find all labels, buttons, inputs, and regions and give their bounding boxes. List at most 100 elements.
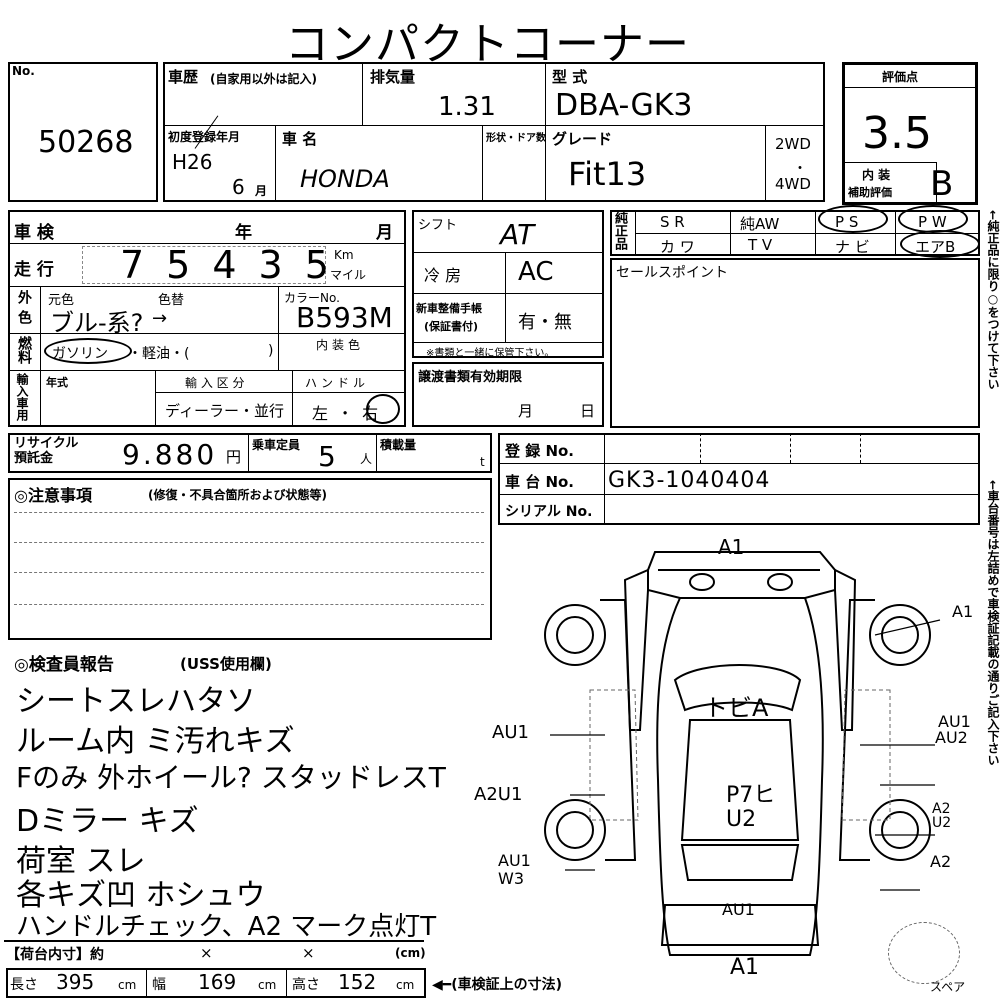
interior-sub-label: 補助評価 — [848, 186, 892, 199]
interior-label: 内 装 — [862, 168, 891, 182]
length-unit: cm — [118, 978, 137, 992]
km-label: Km — [334, 248, 354, 262]
no-label: No. — [12, 64, 35, 78]
header-grid — [163, 62, 825, 202]
chassis-value: GK3-1040404 — [608, 468, 771, 493]
opt-navi: ナ ビ — [835, 238, 870, 256]
ac-value: AC — [518, 257, 554, 287]
page-title: コンパクトコーナー — [285, 19, 690, 70]
diagram-a1-right-top: A1 — [952, 602, 974, 621]
manual-sub-label: (保証書付) — [424, 320, 479, 333]
first-reg-month-unit: 月 — [255, 184, 268, 198]
chassis-label: 車 台 No. — [505, 473, 575, 491]
serial-label: シリアル No. — [505, 504, 593, 520]
diagram-au1-left: AU1 — [492, 722, 529, 743]
report-line-3: Fのみ 外ホイール? スタッドレスT — [16, 761, 446, 794]
ext-color-label: 外色 — [16, 290, 32, 330]
color-no-value: B593M — [296, 301, 393, 334]
ac-label: 冷 房 — [424, 266, 462, 285]
genuine-label: 純正品 — [612, 211, 627, 250]
load-unit: t — [480, 455, 485, 469]
repaint-label: 色替 — [158, 293, 185, 308]
height-unit: cm — [396, 978, 415, 992]
capacity-unit: 人 — [360, 452, 373, 466]
report-line-4: Dミラー キズ — [16, 804, 199, 839]
width-value: 169 — [198, 970, 237, 994]
grade-value: Fit13 — [568, 155, 647, 193]
transfer-label: 譲渡書類有効期限 — [418, 370, 523, 385]
history-note: (自家用以外は記入) — [210, 72, 317, 86]
diagram-au1-bottom: AU1 — [722, 900, 755, 919]
manual-label: 新車整備手帳 — [416, 302, 482, 315]
mileage-digit-grid — [82, 246, 326, 284]
color-no-label: カラーNo. — [284, 291, 340, 305]
side-note-chassis: ←車台番号は左詰めで車検証記載の通りご記入下さい — [986, 480, 1000, 767]
color-arrow: → — [152, 308, 168, 329]
shaken-month-label: 月 — [376, 223, 393, 243]
diagram-a2u2-right: A2 U2 — [932, 801, 952, 831]
shift-value: AT — [500, 218, 535, 251]
diagram-windshield-note: トビA — [704, 694, 769, 722]
diagram-roof-note: P7ヒ U2 — [726, 783, 776, 832]
width-unit: cm — [258, 978, 277, 992]
wd2-label: 2WD — [775, 135, 811, 153]
recycle-grid — [8, 433, 492, 473]
interior-color-label: 内装色 — [316, 338, 365, 352]
displacement-value: 1.31 — [438, 92, 496, 122]
cargo-x2: × — [302, 944, 315, 962]
cargo-label: 【荷台内寸】約 — [6, 947, 104, 963]
wd4-label: 4WD — [775, 175, 811, 193]
caution-label: ◎注意事項 — [14, 486, 92, 505]
diagram-au1-right: AU1 — [938, 712, 971, 731]
orig-color-value: ブル-系? — [50, 309, 144, 337]
import-label: 輸入車用 — [15, 373, 29, 421]
report-line-7: ハンドルチェック、A2 マーク点灯T — [16, 912, 437, 942]
registration-grid — [498, 433, 980, 525]
diagram-au2-right: AU2 — [935, 728, 968, 747]
no-box — [8, 62, 158, 202]
displacement-label: 排気量 — [370, 68, 416, 86]
fuel-other-options: ・軽油・( — [128, 346, 190, 362]
opt-leather: カ ワ — [660, 238, 695, 256]
diagram-a1-bottom: A1 — [730, 955, 760, 980]
opt-aw: 純AW — [740, 215, 780, 233]
dims-grid — [6, 968, 426, 998]
capacity-label: 乗車定員 — [252, 438, 301, 452]
handle-value: 左 ・ 右 — [312, 404, 381, 423]
length-label: 長さ — [10, 977, 38, 993]
diagram-a2-right: A2 — [930, 852, 952, 871]
history-label: 車歴 — [168, 68, 199, 86]
caution-sub-label: (修復・不具合箇所および状態等) — [148, 488, 327, 502]
import-type-label: 輸 入 区 分 — [185, 376, 245, 390]
mileage-value: 75435 — [120, 243, 351, 287]
side-note-genuine: ←純正品に限り○をつけて下さい — [986, 210, 1000, 391]
car-name-value: HONDA — [300, 165, 390, 193]
report-line-6: 各キズ凹 ホシュウ — [16, 878, 266, 913]
fuel-label: 燃料 — [16, 336, 32, 364]
inspector-label: ◎検査員報告 — [14, 655, 114, 675]
sales-point-box — [610, 258, 980, 428]
spare-label: スペア — [930, 980, 966, 994]
shift-grid — [412, 210, 604, 358]
score-box — [842, 62, 978, 205]
capacity-value: 5 — [318, 440, 336, 473]
first-reg-month: 6 — [232, 175, 245, 199]
load-label: 積載量 — [380, 438, 417, 452]
first-reg-label: 初度登録年月 — [168, 130, 241, 144]
reg-no-label: 登 録 No. — [505, 442, 575, 460]
fuel-close-paren: ) — [268, 343, 274, 359]
shape-label: 形状・ドア数 — [486, 133, 546, 144]
shaken-label: 車 検 — [14, 223, 54, 243]
cargo-x1: × — [200, 944, 213, 962]
length-value: 395 — [56, 970, 95, 994]
first-reg-era: H26 — [172, 150, 213, 174]
shift-label: シフト — [418, 218, 458, 233]
diagram-a2u1-left: A2U1 — [474, 784, 523, 805]
width-label: 幅 — [152, 977, 166, 993]
inspection-grid — [8, 210, 406, 427]
recycle-label: リサイクル預託金 — [14, 436, 79, 466]
transfer-day: 日 — [580, 402, 596, 420]
handle-label: ハンドル — [305, 376, 370, 390]
spare-tire-circle — [888, 922, 960, 984]
orig-color-label: 元色 — [48, 293, 75, 308]
